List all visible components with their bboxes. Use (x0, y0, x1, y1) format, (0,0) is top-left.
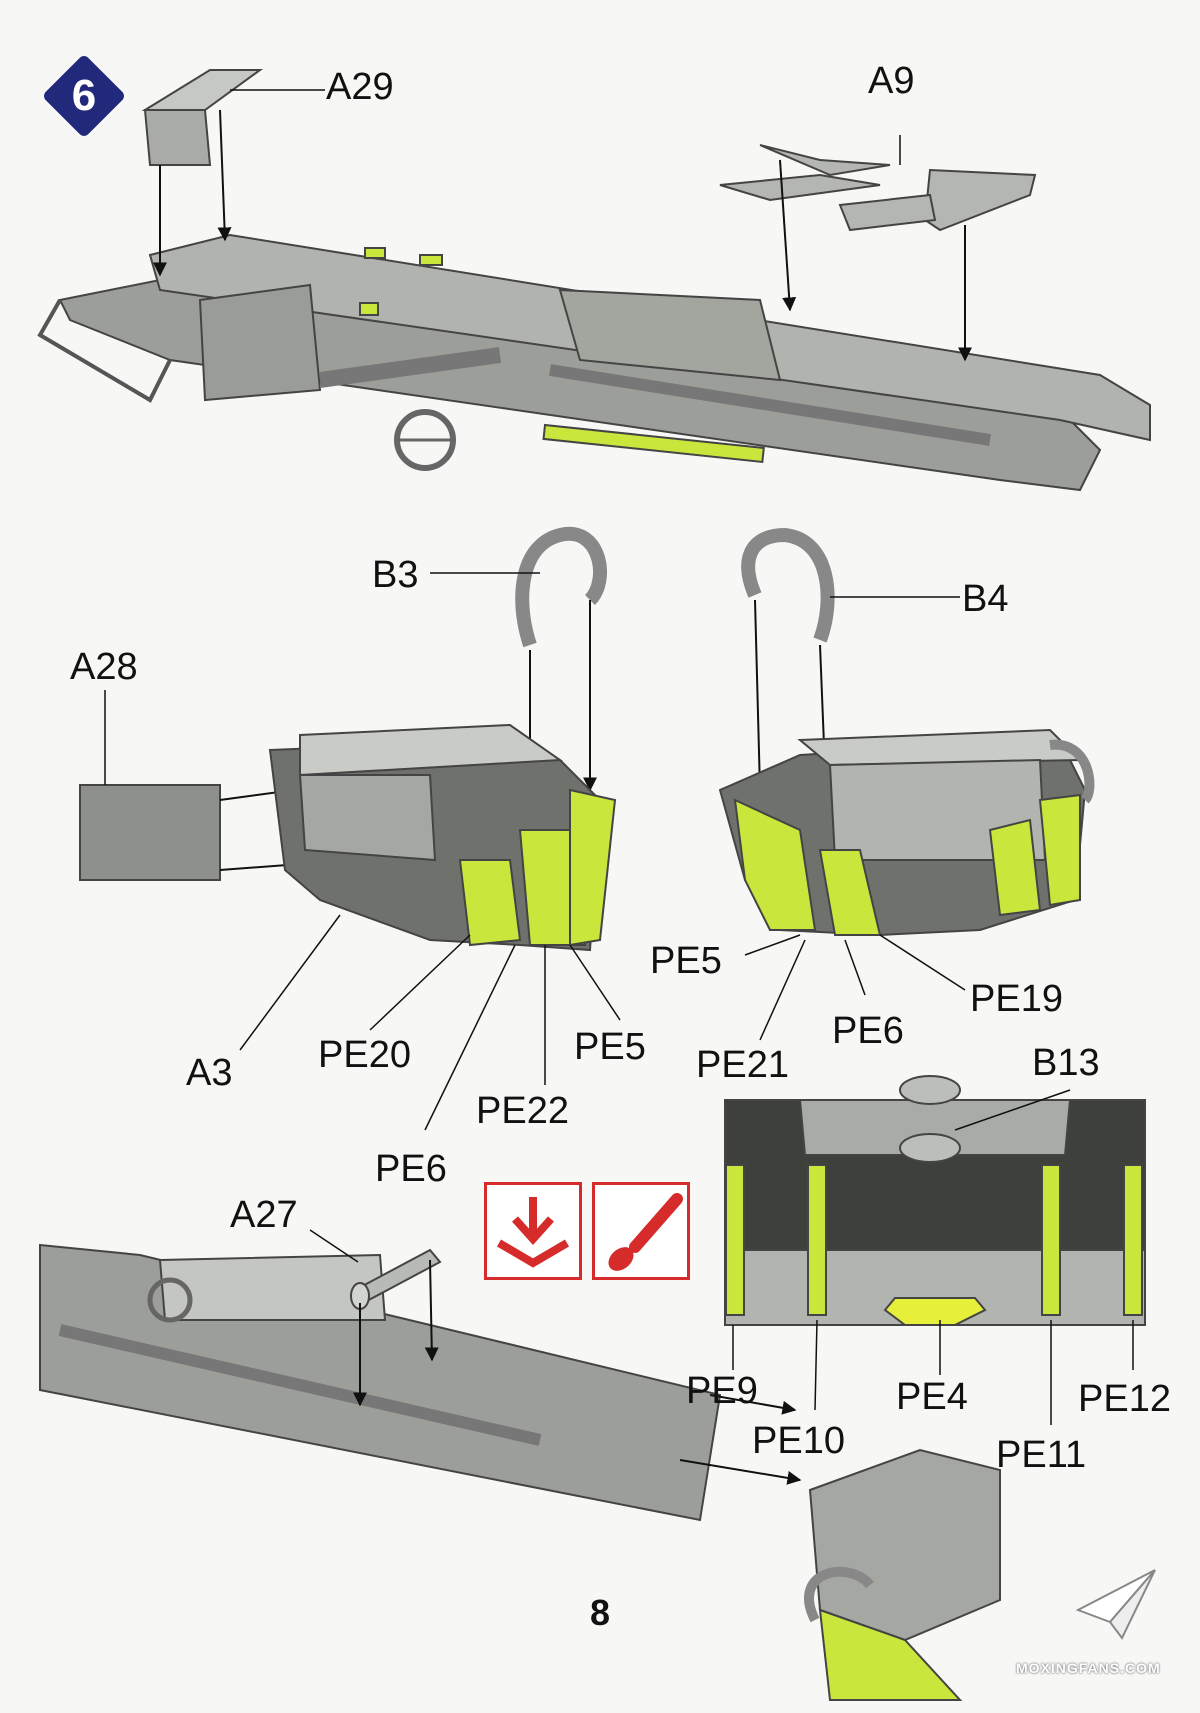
part-a28 (79, 784, 221, 881)
label-pe10: PE10 (752, 1420, 845, 1462)
page-number: 8 (589, 1592, 611, 1633)
label-b3: B3 (372, 554, 419, 596)
label-pe9: PE9 (686, 1370, 758, 1412)
paper-plane-logo-icon (1075, 1569, 1156, 1640)
glue-arrow-icon (496, 1197, 570, 1268)
watermark-text: MOXINGFANS.COM (1016, 1660, 1161, 1676)
part-a29 (141, 69, 264, 166)
label-a3: A3 (186, 1052, 233, 1094)
label-pe4: PE4 (896, 1376, 968, 1418)
chassis-trail-top (37, 233, 1151, 492)
part-b3 (515, 526, 607, 648)
label-pe6-right: PE6 (832, 1010, 904, 1052)
label-pe12: PE12 (1078, 1378, 1171, 1420)
step-number-badge: 6 (40, 52, 128, 140)
label-b13: B13 (1032, 1042, 1100, 1084)
step-number: 6 (71, 71, 97, 120)
label-a28: A28 (70, 646, 138, 688)
paint-brush-icon (592, 1182, 690, 1280)
cement-glue-icon (484, 1182, 582, 1280)
part-a27 (350, 1248, 442, 1310)
label-pe22: PE22 (476, 1090, 569, 1132)
label-a29: A29 (326, 66, 394, 108)
spade-box-right (718, 728, 1095, 937)
label-pe5-right: PE5 (650, 940, 722, 982)
label-pe20: PE20 (318, 1034, 411, 1076)
label-a27: A27 (230, 1194, 298, 1236)
part-b4 (741, 527, 835, 643)
label-pe11: PE11 (996, 1434, 1087, 1476)
label-pe5-left: PE5 (574, 1026, 646, 1068)
part-a9 (719, 144, 1037, 232)
brush-icon (608, 1193, 683, 1271)
label-b4: B4 (962, 578, 1009, 620)
label-pe6-left: PE6 (375, 1148, 447, 1190)
chassis-bottom (39, 1243, 722, 1522)
spade-box-front (724, 1075, 1146, 1326)
spade-box-left (268, 723, 617, 952)
label-pe21: PE21 (696, 1044, 789, 1086)
label-pe19: PE19 (970, 978, 1063, 1020)
label-a9: A9 (868, 60, 915, 102)
spade-box-attached (804, 1448, 1001, 1701)
